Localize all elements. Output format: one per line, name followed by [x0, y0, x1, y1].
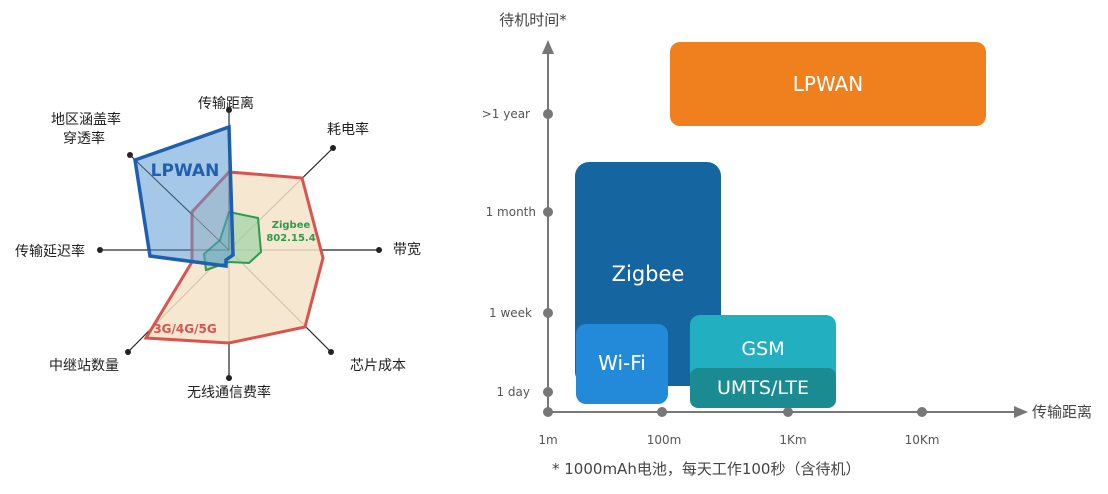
block-label-zigbee: Zigbee: [612, 262, 685, 286]
axis-label-relay: 中继站数量: [49, 358, 119, 374]
axis-dot: [328, 349, 334, 355]
y-tick-dot: [543, 308, 553, 318]
axis-label-coverage-1: 地区涵盖率: [51, 111, 121, 128]
y-tick-label: 1 month: [486, 205, 536, 219]
block-label-umts-lte: UMTS/LTE: [717, 377, 809, 399]
block-lpwan: [670, 42, 986, 126]
x-tick-label: 1m: [538, 433, 557, 447]
y-tick-dot: [543, 387, 553, 397]
series-label-zigbee-2: 802.15.4: [266, 233, 315, 244]
radar-axis-labels: 传输距离 耗电率 带宽 芯片成本 无线通信费率 中继站数量 传输延迟率 地区涵盖…: [15, 95, 421, 401]
y-tick-label: 1 week: [489, 306, 532, 320]
series-label-lpwan: LPWAN: [151, 161, 220, 181]
axis-label-coverage-2: 穿透率: [63, 130, 105, 147]
radar-svg: 传输距离 耗电率 带宽 芯片成本 无线通信费率 中继站数量 传输延迟率 地区涵盖…: [15, 95, 421, 401]
x-tick-dot: [783, 407, 793, 417]
y-axis-arrow-icon: [542, 40, 554, 54]
axis-dot: [376, 247, 382, 253]
block-label-gsm: GSM: [741, 338, 784, 360]
block-umts-lte: [690, 368, 836, 408]
axis-label-chip-cost: 芯片成本: [350, 358, 406, 374]
standby-distance-diagram: 待机时间* 传输距离 1 day 1 week 1 month >1 year …: [470, 0, 1108, 490]
x-tick-dot: [657, 407, 667, 417]
axis-dot: [226, 375, 232, 381]
block-wifi: [576, 324, 668, 404]
series-label-zigbee-1: Zigbee: [272, 220, 311, 231]
axis-dot: [125, 349, 131, 355]
block-label-wifi: Wi-Fi: [598, 351, 646, 375]
x-tick-label: 10Km: [905, 433, 940, 447]
axis-label-bandwidth: 带宽: [393, 241, 421, 258]
x-tick-label: 100m: [647, 433, 682, 447]
x-tick-label: 1Km: [779, 433, 806, 447]
y-axis-title: 待机时间*: [499, 11, 567, 29]
axis-label-distance: 传输距离: [198, 95, 254, 112]
block-label-lpwan: LPWAN: [793, 72, 864, 96]
y-tick-label: 1 day: [496, 385, 530, 399]
footnote: * 1000mAh电池，每天工作100秒（含待机）: [552, 460, 861, 478]
series-label-cellular: 3G/4G/5G: [153, 322, 216, 336]
x-axis-title: 传输距离: [1032, 403, 1092, 421]
x-axis-arrow-icon: [1014, 406, 1028, 418]
radar-series-lpwan: [133, 124, 235, 268]
y-tick-label: >1 year: [482, 107, 530, 121]
axis-dot: [330, 145, 336, 151]
axis-label-latency: 传输延迟率: [15, 243, 85, 260]
lifetime-svg: 待机时间* 传输距离 1 day 1 week 1 month >1 year …: [482, 11, 1092, 447]
x-tick-dot: [917, 407, 927, 417]
axis-label-power: 耗电率: [327, 121, 369, 138]
radar-diagram: 传输距离 耗电率 带宽 芯片成本 无线通信费率 中继站数量 传输延迟率 地区涵盖…: [0, 0, 470, 490]
y-tick-dot: [543, 207, 553, 217]
axis-label-fee: 无线通信费率: [187, 384, 271, 401]
y-tick-dot: [543, 109, 553, 119]
origin-dot: [543, 407, 553, 417]
